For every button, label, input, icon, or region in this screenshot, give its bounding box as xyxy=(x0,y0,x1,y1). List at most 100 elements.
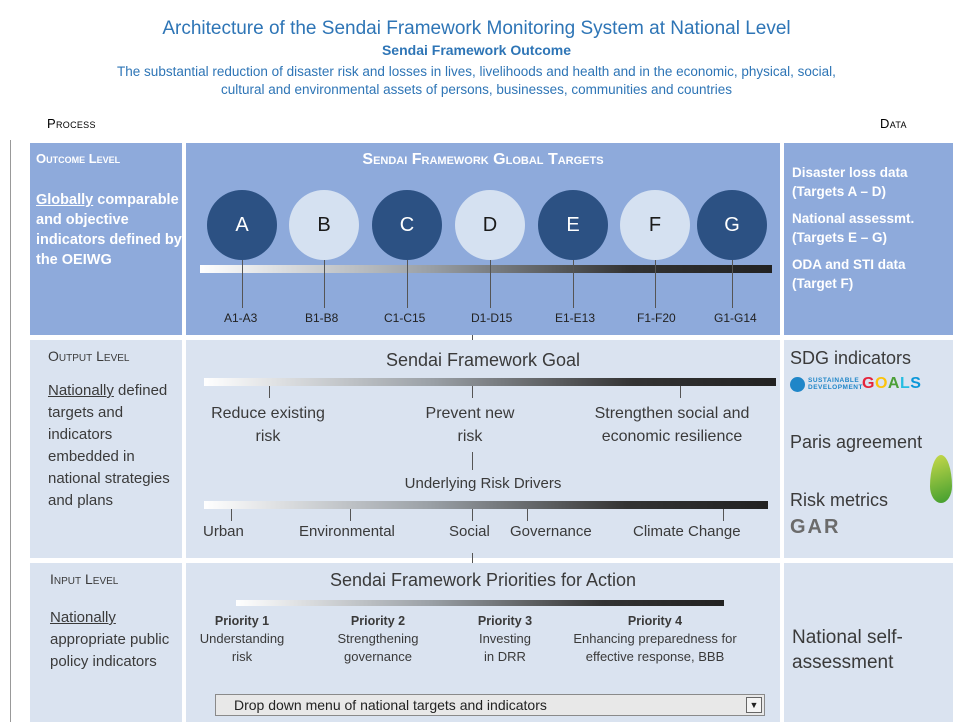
output-left-panel: Output Level Nationally defined targets … xyxy=(30,340,182,558)
process-column-label: Process xyxy=(47,116,96,131)
outcome-heading: Sendai Framework Outcome xyxy=(381,42,572,58)
target-range-b: B1-B8 xyxy=(305,311,339,325)
target-tick-b xyxy=(324,260,325,308)
risk-drivers-title: Underlying Risk Drivers xyxy=(404,475,562,492)
target-circle-f: F xyxy=(620,190,690,260)
outcome-statement: The substantial reduction of disaster ri… xyxy=(14,63,939,99)
target-range-c: C1-C15 xyxy=(384,311,426,325)
priority-3-title: Priority 3 xyxy=(477,614,533,628)
input-desc-rest: appropriate public policy indicators xyxy=(50,631,170,670)
target-circle-g: G xyxy=(697,190,767,260)
data-item-disaster-loss: Disaster loss data (Targets A – D) xyxy=(792,165,908,199)
output-level-title: Output Level xyxy=(48,348,129,364)
outcome-left-panel: Outcome Level Globally comparable and ob… xyxy=(30,143,182,335)
output-level-title-text: Output Level xyxy=(48,348,130,364)
global-targets-title-text: Sendai Framework Global Targets xyxy=(362,151,604,168)
priority-1: Priority 1 Understanding risk xyxy=(196,612,288,666)
data-label-text: Data xyxy=(880,116,907,131)
driver-tick-governance xyxy=(527,509,528,521)
data-item-national-self-assessment: National self-assessment xyxy=(792,627,903,673)
priorities-gradient-bar xyxy=(236,600,724,606)
goal-tick-strengthen xyxy=(680,386,681,398)
output-data-panel: SDG indicators SUSTAINABLE DEVELOPMENTGO… xyxy=(784,340,953,558)
target-circle-a: A xyxy=(207,190,277,260)
priority-2-title: Priority 2 xyxy=(350,614,406,628)
data-item-oda-sti: ODA and STI data (Target F) xyxy=(792,257,906,291)
input-level-desc: Nationally appropriate public policy ind… xyxy=(50,607,182,673)
priorities-title: Sendai Framework Priorities for Action xyxy=(329,570,637,590)
goal-tick-prevent xyxy=(472,386,473,398)
input-level-title-text: Input Level xyxy=(50,571,119,587)
outcome-data-list: Disaster loss data (Targets A – D) Natio… xyxy=(792,163,952,293)
data-item-national-assessment: National assessmt. (Targets E – G) xyxy=(792,211,915,245)
driver-tick-urban xyxy=(231,509,232,521)
targets-gradient-bar xyxy=(200,265,772,273)
target-tick-d xyxy=(490,260,491,308)
target-tick-a xyxy=(242,260,243,308)
target-letter-b: B xyxy=(317,213,331,236)
target-range-g: G1-G14 xyxy=(714,311,757,325)
data-item-sdg-indicators: SDG indicators xyxy=(790,348,912,368)
priority-2-text: Strengthening governance xyxy=(337,631,419,664)
driver-climate-change: Climate Change xyxy=(633,523,741,540)
goal-reduce-existing-risk: Reduce existing risk xyxy=(211,405,325,445)
driver-social: Social xyxy=(449,523,490,540)
target-circle-e: E xyxy=(538,190,608,260)
outcome-output-connector xyxy=(472,335,473,343)
output-input-connector xyxy=(472,553,473,567)
un-globe-icon xyxy=(790,377,805,392)
global-targets-title: Sendai Framework Global Targets xyxy=(186,151,780,169)
target-letter-f: F xyxy=(648,213,662,236)
outcome-desc-underlined: Globally xyxy=(36,192,94,208)
priority-3: Priority 3 Investing in DRR xyxy=(460,612,550,666)
input-data-panel: National self-assessment xyxy=(784,563,953,722)
priority-4-text: Enhancing preparedness for effective res… xyxy=(573,631,737,664)
input-left-panel: Input Level Nationally appropriate publi… xyxy=(30,563,182,722)
target-letter-g: G xyxy=(724,213,740,236)
data-item-paris-agreement: Paris agreement xyxy=(790,432,923,452)
driver-urban: Urban xyxy=(203,523,244,540)
outcome-level-desc: Globally comparable and objective indica… xyxy=(36,190,182,270)
national-targets-dropdown[interactable]: Drop down menu of national targets and i… xyxy=(215,694,765,716)
outcome-statement-line1: The substantial reduction of disaster ri… xyxy=(117,64,836,79)
sdg-logo-text: SUSTAINABLE DEVELOPMENTGOALS xyxy=(808,375,922,392)
driver-governance: Governance xyxy=(510,523,592,540)
outcome-level-title: Outcome Level xyxy=(36,151,120,166)
priority-2: Priority 2 Strengthening governance xyxy=(328,612,428,666)
target-range-f: F1-F20 xyxy=(637,311,676,325)
goal-title: Sendai Framework Goal xyxy=(385,350,581,370)
target-tick-f xyxy=(655,260,656,308)
data-item-risk-metrics: Risk metrics xyxy=(790,490,888,510)
driver-environmental: Environmental xyxy=(299,523,395,540)
driver-tick-climate xyxy=(723,509,724,521)
target-letter-d: D xyxy=(482,213,498,236)
goal-gradient-bar xyxy=(204,378,776,386)
target-tick-g xyxy=(732,260,733,308)
target-letter-a: A xyxy=(235,213,249,236)
sdg-logo: SUSTAINABLE DEVELOPMENTGOALS xyxy=(790,375,948,395)
target-circle-c: C xyxy=(372,190,442,260)
drivers-gradient-bar xyxy=(204,501,768,509)
data-column-label: Data xyxy=(880,116,907,131)
priority-1-title: Priority 1 xyxy=(214,614,270,628)
outcome-statement-line2: cultural and environmental assets of per… xyxy=(220,82,733,97)
outcome-data-panel: Disaster loss data (Targets A – D) Natio… xyxy=(784,143,953,335)
priority-3-text: Investing in DRR xyxy=(478,631,532,664)
target-tick-c xyxy=(407,260,408,308)
dropdown-arrow-icon[interactable]: ▼ xyxy=(746,697,762,713)
process-label-text: Process xyxy=(47,116,96,131)
driver-tick-social xyxy=(472,509,473,521)
target-range-d: D1-D15 xyxy=(471,311,513,325)
goal-tick-reduce xyxy=(269,386,270,398)
priority-4-title: Priority 4 xyxy=(627,614,683,628)
goal-drivers-connector xyxy=(472,452,473,470)
goal-prevent-new-risk: Prevent new risk xyxy=(425,405,515,445)
output-desc-rest: defined targets and indicators embedded … xyxy=(48,382,170,509)
leaf-icon xyxy=(930,455,952,503)
priority-4: Priority 4 Enhancing preparedness for ef… xyxy=(555,612,755,666)
target-circle-d: D xyxy=(455,190,525,260)
output-center-panel xyxy=(186,340,780,558)
driver-tick-environmental xyxy=(350,509,351,521)
priority-1-text: Understanding risk xyxy=(199,631,285,664)
left-border xyxy=(10,140,11,722)
